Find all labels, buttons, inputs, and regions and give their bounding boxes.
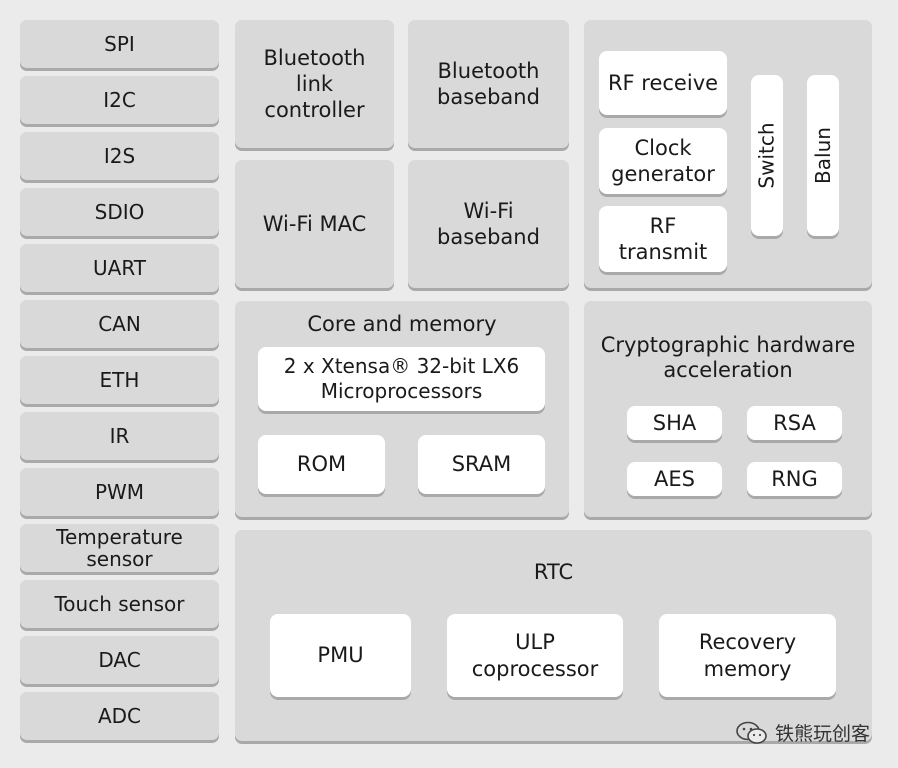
crypto-section: Cryptographic hardware acceleration SHA … (584, 301, 872, 517)
cpu-block: 2 x Xtensa® 32-bit LX6 Microprocessors (258, 347, 545, 411)
block-label: Switch (754, 122, 779, 189)
block-label: Clock generator (611, 135, 715, 186)
core-memory-section: Core and memory 2 x Xtensa® 32-bit LX6 M… (235, 301, 569, 517)
peripheral-label: PWM (94, 479, 145, 504)
sha-block: SHA (627, 406, 722, 440)
switch-block: Switch (751, 75, 783, 236)
clock-generator-block: Clock generator (599, 128, 727, 194)
peripheral-touch-sensor: Touch sensor (20, 580, 219, 628)
peripheral-label: ADC (97, 703, 142, 728)
block-label: ROM (296, 452, 347, 477)
peripheral-dac: DAC (20, 636, 219, 684)
ulp-coprocessor-block: ULP coprocessor (447, 614, 623, 697)
wifi-mac-block: Wi-Fi MAC (235, 160, 394, 288)
block-label: Wi-Fi baseband (437, 198, 540, 249)
peripheral-uart: UART (20, 244, 219, 292)
rf-transmit-block: RF transmit (599, 206, 727, 272)
rom-block: ROM (258, 435, 385, 494)
peripheral-temperature-sensor: Temperature sensor (20, 524, 219, 572)
peripheral-label: CAN (98, 311, 141, 336)
peripheral-label: I2S (103, 143, 136, 168)
peripheral-label: UART (93, 255, 146, 280)
block-label: Wi-Fi MAC (262, 211, 367, 236)
block-label: RNG (771, 466, 818, 491)
peripheral-i2c: I2C (20, 76, 219, 124)
block-label: Bluetooth baseband (437, 58, 540, 109)
block-label: RF transmit (618, 213, 708, 264)
peripheral-label: ETH (99, 367, 140, 392)
section-title: RTC (533, 560, 574, 584)
block-label: RF receive (607, 70, 719, 95)
peripheral-label: I2C (103, 87, 136, 112)
peripheral-label: SDIO (94, 199, 145, 224)
block-label: Recovery memory (698, 630, 797, 681)
block-label: Bluetooth link controller (263, 45, 366, 123)
block-label: SRAM (451, 452, 512, 477)
bluetooth-baseband-block: Bluetooth baseband (408, 20, 569, 148)
pmu-block: PMU (270, 614, 411, 697)
rsa-block: RSA (747, 406, 842, 440)
peripheral-label: Temperature sensor (56, 525, 183, 571)
peripheral-can: CAN (20, 300, 219, 348)
block-label: 2 x Xtensa® 32-bit LX6 Microprocessors (283, 354, 520, 403)
peripheral-label: IR (109, 423, 130, 448)
watermark-text: 铁熊玩创客 (774, 723, 870, 745)
peripheral-label: SPI (104, 31, 135, 56)
wifi-baseband-block: Wi-Fi baseband (408, 160, 569, 288)
watermark: 铁熊玩创客 (735, 719, 870, 746)
block-label: ULP coprocessor (471, 630, 599, 681)
section-title: Cryptographic hardware acceleration (600, 333, 856, 383)
peripheral-i2s: I2S (20, 132, 219, 180)
peripheral-spi: SPI (20, 20, 219, 68)
peripheral-sdio: SDIO (20, 188, 219, 236)
rf-receive-block: RF receive (599, 51, 727, 115)
block-label: SHA (652, 410, 697, 435)
peripheral-ir: IR (20, 412, 219, 460)
block-label: PMU (317, 643, 364, 668)
peripheral-eth: ETH (20, 356, 219, 404)
aes-block: AES (627, 462, 722, 496)
block-label: RSA (773, 410, 816, 435)
rtc-section: RTC PMU ULP coprocessor Recovery memory (235, 530, 872, 741)
section-title: Core and memory (307, 312, 497, 336)
block-label: AES (654, 466, 695, 491)
block-label: Balun (810, 127, 835, 184)
peripheral-label: Touch sensor (54, 591, 185, 616)
balun-block: Balun (807, 75, 839, 236)
peripheral-adc: ADC (20, 692, 219, 740)
recovery-memory-block: Recovery memory (659, 614, 836, 697)
peripheral-pwm: PWM (20, 468, 219, 516)
bluetooth-link-controller-block: Bluetooth link controller (235, 20, 394, 148)
rng-block: RNG (747, 462, 842, 496)
wechat-icon (736, 721, 767, 744)
sram-block: SRAM (418, 435, 545, 494)
peripheral-label: DAC (98, 647, 141, 672)
rf-section: RF receive Clock generator RF transmit S… (584, 20, 872, 288)
